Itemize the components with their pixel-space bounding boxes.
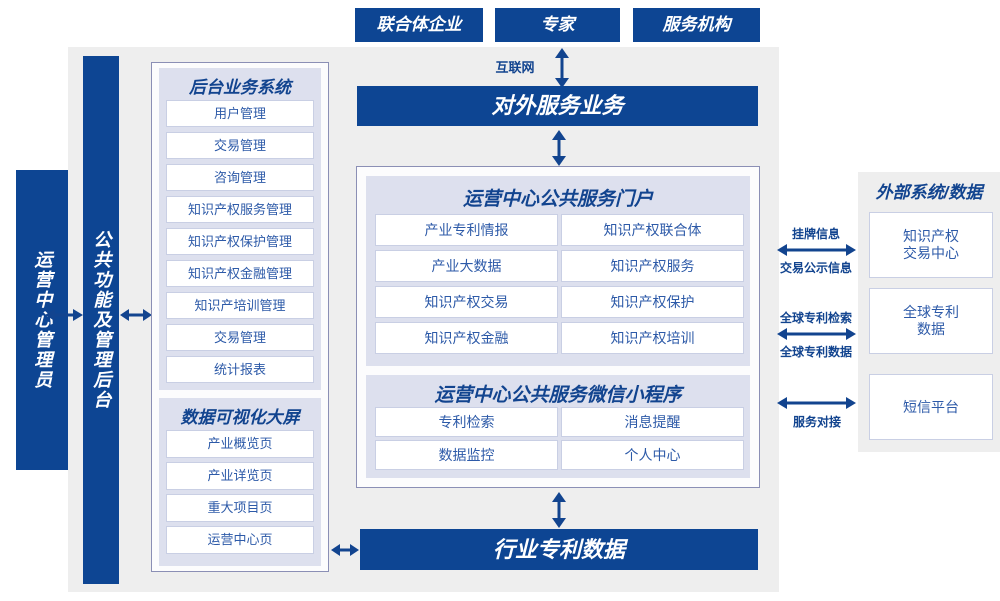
external-connector-arrow-icon (777, 244, 856, 256)
visual-board-item[interactable]: 产业概览页 (166, 430, 314, 458)
visual-board-item[interactable]: 产业详览页 (166, 462, 314, 490)
rail-label: 公共功能及管理后台 (91, 230, 112, 410)
portal-item[interactable]: 知识产权培训 (561, 322, 744, 354)
miniprogram-item[interactable]: 专利检索 (375, 407, 558, 437)
industry-data-bar[interactable]: 行业专利数据 (360, 529, 758, 570)
external-service-label: 对外服务业务 (491, 93, 624, 119)
miniprogram-title: 运营中心公共服务微信小程序 (434, 384, 682, 406)
backend-item[interactable]: 知识产权保护管理 (166, 228, 314, 255)
backend-system-title: 后台业务系统 (189, 77, 291, 97)
miniprogram-item[interactable]: 消息提醒 (561, 407, 744, 437)
internet-arrow-icon (555, 48, 569, 88)
miniprogram-item[interactable]: 数据监控 (375, 440, 558, 470)
backend-item[interactable]: 统计报表 (166, 356, 314, 383)
external-connector-label-below: 全球专利数据 (779, 345, 852, 359)
backend-item[interactable]: 知识产培训管理 (166, 292, 314, 319)
portal-item[interactable]: 产业专利情报 (375, 214, 558, 246)
internet-label: 互联网 (495, 60, 535, 75)
portal-item[interactable]: 知识产权服务 (561, 250, 744, 282)
service-portal-arrow-icon (552, 130, 566, 166)
top-actor-box-2[interactable]: 服务机构 (633, 8, 760, 42)
top-actor-box-0[interactable]: 联合体企业 (355, 8, 483, 42)
top-actor-label: 联合体企业 (376, 15, 462, 35)
visual-board-item[interactable]: 重大项目页 (166, 494, 314, 522)
external-system-item[interactable]: 全球专利 数据 (869, 288, 993, 354)
backend-item[interactable]: 知识产权服务管理 (166, 196, 314, 223)
portal-item[interactable]: 知识产权联合体 (561, 214, 744, 246)
backend-item[interactable]: 交易管理 (166, 132, 314, 159)
portal-to-industry-arrow-icon (552, 492, 566, 528)
external-connector-arrow-icon (777, 328, 856, 340)
top-actor-label: 专家 (540, 15, 575, 35)
miniprogram-item[interactable]: 个人中心 (561, 440, 744, 470)
external-system-item[interactable]: 知识产权 交易中心 (869, 212, 993, 278)
rail-label: 运营中心管理员 (32, 250, 53, 390)
backend-item[interactable]: 交易管理 (166, 324, 314, 351)
portal-item[interactable]: 知识产权交易 (375, 286, 558, 318)
rail-common-function-backend[interactable]: 公共功能及管理后台 (83, 56, 119, 584)
portal-title: 运营中心公共服务门户 (462, 188, 653, 210)
rail-operation-center-admin[interactable]: 运营中心管理员 (16, 170, 68, 470)
external-connector-label-above: 挂牌信息 (791, 227, 840, 241)
portal-item[interactable]: 知识产权保护 (561, 286, 744, 318)
top-actor-label: 服务机构 (662, 15, 731, 35)
industry-data-label: 行业专利数据 (492, 536, 625, 562)
external-connector-label-above: 全球专利检索 (779, 311, 852, 325)
backend-item[interactable]: 知识产权金融管理 (166, 260, 314, 287)
backend-item[interactable]: 用户管理 (166, 100, 314, 127)
backend-to-industry-arrow-icon (331, 544, 359, 556)
rail-arrow-right-icon (120, 309, 152, 321)
portal-item[interactable]: 产业大数据 (375, 250, 558, 282)
external-system-item[interactable]: 短信平台 (869, 374, 993, 440)
backend-item[interactable]: 咨询管理 (166, 164, 314, 191)
external-panel-title: 外部系统/数据 (875, 182, 983, 202)
external-connector-arrow-icon (777, 397, 856, 409)
external-connector-label-below: 服务对接 (792, 415, 841, 429)
top-actor-box-1[interactable]: 专家 (495, 8, 620, 42)
visual-board-title: 数据可视化大屏 (180, 407, 300, 427)
rail-arrow-left-icon (45, 309, 83, 321)
external-connector-label-below: 交易公示信息 (779, 261, 852, 275)
visual-board-item[interactable]: 运营中心页 (166, 526, 314, 554)
external-service-bar[interactable]: 对外服务业务 (357, 86, 758, 126)
portal-item[interactable]: 知识产权金融 (375, 322, 558, 354)
